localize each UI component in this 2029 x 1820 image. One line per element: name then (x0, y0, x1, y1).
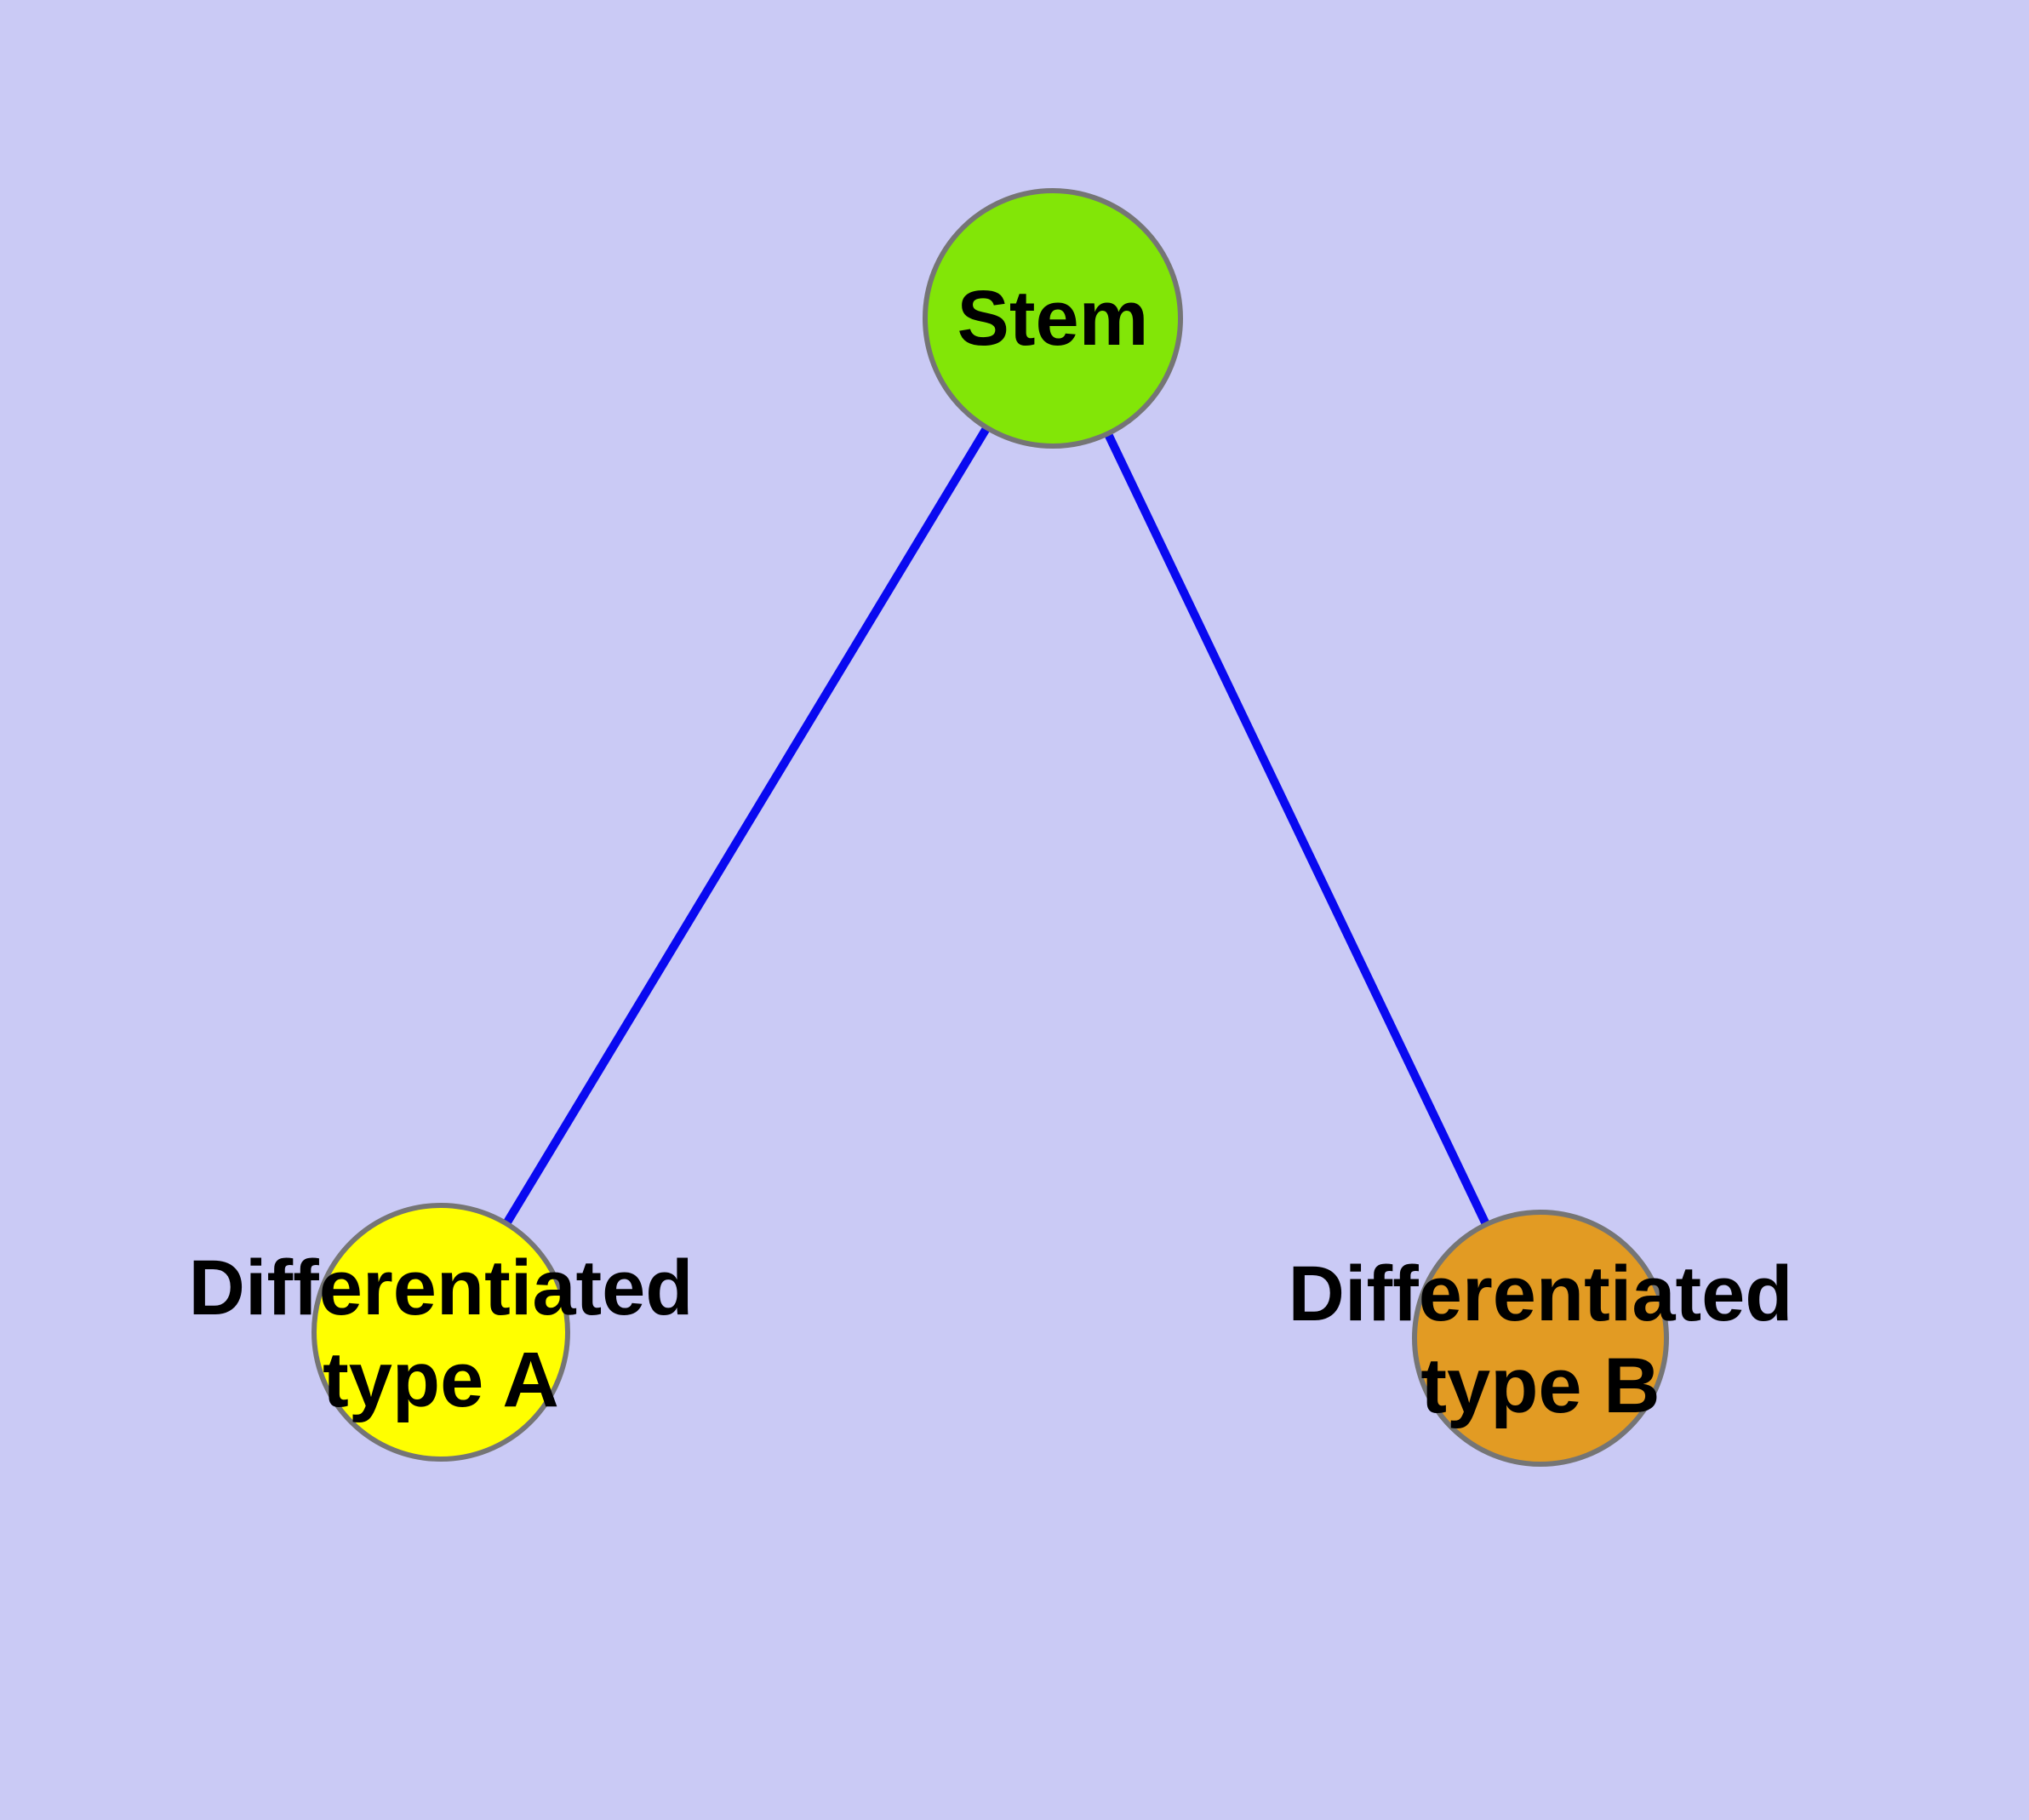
type-b-node-circle (1412, 1210, 1669, 1467)
type-a-node-circle (311, 1203, 570, 1462)
edge-stem-to-type-b (1049, 316, 1545, 1341)
type-b-node-label-line1: Differentiated (1289, 1251, 1793, 1337)
stem-node-label: Stem (957, 275, 1149, 362)
type-a-node-label-line2: type A (323, 1336, 559, 1423)
edge-stem-to-type-a (437, 316, 1057, 1335)
type-b-node-label-line2: type B (1420, 1342, 1660, 1429)
type-a-node-label-line1: Differentiated (189, 1245, 694, 1331)
stem-node-circle (923, 188, 1183, 449)
